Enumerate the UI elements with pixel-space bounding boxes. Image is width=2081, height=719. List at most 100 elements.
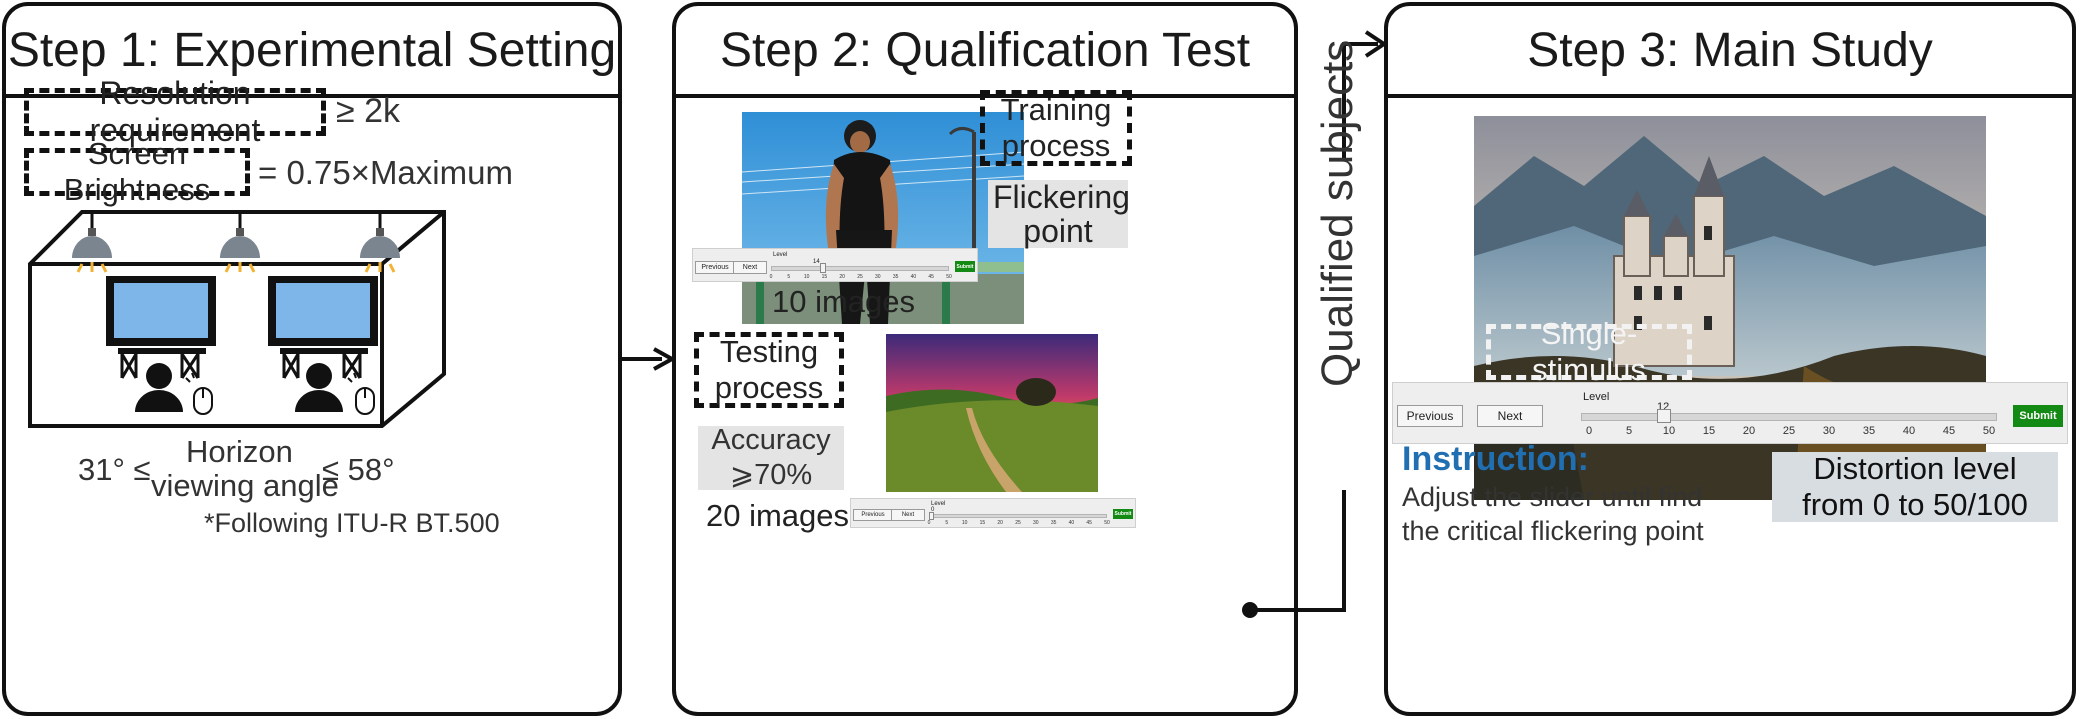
qualified-subjects-label: Qualified subjects [1313, 39, 1362, 387]
testing-process-label: Testing process [714, 334, 824, 405]
level-label: Level [773, 252, 788, 258]
step1-panel: Step 1: Experimental Setting Resolution … [2, 2, 622, 716]
distortion-line2: from 0 to 50/100 [1802, 487, 2028, 522]
slider-track[interactable] [1581, 413, 1997, 421]
tick-label: 35 [892, 274, 899, 280]
tick-label: 10 [1662, 425, 1676, 437]
slider-thumb[interactable] [820, 263, 826, 273]
resolution-value: ≥ 2k [336, 92, 401, 130]
level-value: 0 [931, 507, 935, 513]
brightness-label: Screen Brightness [63, 136, 211, 207]
next-button[interactable]: Next [1477, 405, 1543, 427]
tick-label: 40 [910, 274, 917, 280]
tick-labels: 0 5 10 15 20 25 30 35 40 45 50 [851, 520, 1137, 528]
brightness-box: Screen Brightness [24, 136, 250, 207]
tick-label: 20 [839, 274, 845, 280]
tick-label: 0 [927, 520, 931, 526]
room-illustration [28, 210, 446, 428]
tick-label: 15 [979, 520, 986, 526]
tick-label: 50 [946, 274, 952, 280]
single-stimulus-label: Single-stimulus [1532, 316, 1646, 387]
accuracy-line1: Accuracy [711, 424, 831, 456]
next-button[interactable]: Next [733, 261, 767, 274]
step3-title: Step 3: Main Study [1388, 6, 2072, 98]
tick-label: 25 [857, 274, 863, 280]
angle-label-line1: Horizon [186, 434, 293, 469]
next-button[interactable]: Next [891, 509, 925, 521]
tick-label: 15 [821, 274, 828, 280]
angle-low: 31° ≤ [78, 452, 151, 487]
tick-label: 30 [1033, 520, 1039, 526]
previous-button[interactable]: Previous [695, 261, 735, 274]
tick-label: 0 [1585, 425, 1593, 437]
tick-label: 30 [875, 274, 881, 280]
tick-label: 35 [1862, 425, 1876, 437]
level-label: Level [931, 501, 946, 507]
level-label: Level [1583, 391, 1610, 403]
arrow-step1-to-step2 [620, 347, 676, 371]
slider-thumb[interactable] [929, 512, 934, 520]
angle-high: ≤ 58° [322, 452, 395, 487]
tick-label: 50 [1982, 425, 1996, 437]
slider-panel-testing: Previous Next Level 0 0 5 10 15 20 25 30 35 40 45… [850, 498, 1136, 528]
flickering-point-label: Flickering point [993, 179, 1130, 249]
testing-image [886, 334, 1098, 492]
tick-label: 50 [1104, 520, 1110, 526]
tick-label: 5 [945, 520, 949, 526]
distortion-level-box: Distortion level from 0 to 50/100 [1772, 451, 2058, 522]
slider-panel-training: Previous Next Level 14 0 5 10 15 20 25 30 35 40 4… [692, 248, 978, 282]
footnote: *Following ITU-R BT.500 [204, 508, 500, 538]
instruction-title: Instruction: [1402, 440, 1589, 478]
step2-title: Step 2: Qualification Test [676, 6, 1294, 98]
testing-process-box: Testing process [694, 332, 844, 408]
slider-thumb[interactable] [1657, 409, 1671, 423]
step3-panel: Step 3: Main Study [1384, 2, 2076, 716]
tick-label: 10 [803, 274, 810, 280]
tick-label: 10 [961, 520, 968, 526]
tick-label: 5 [787, 274, 791, 280]
tick-labels: 0 5 10 15 20 25 30 35 40 45 50 [693, 274, 979, 282]
tick-label: 30 [1822, 425, 1836, 437]
tick-labels: 0 5 10 15 20 25 30 35 40 45 50 [1393, 425, 2069, 439]
step1-title: Step 1: Experimental Setting [6, 6, 618, 98]
instruction-line1: Adjust the slider until find [1402, 482, 1703, 512]
previous-button[interactable]: Previous [1397, 405, 1463, 427]
instruction-line2: the critical flickering point [1402, 516, 1704, 546]
accuracy-line2: ⩾70% [729, 459, 813, 491]
tick-label: 45 [928, 274, 934, 280]
tick-label: 45 [1942, 425, 1956, 437]
brightness-value: = 0.75×Maximum [258, 154, 513, 191]
testing-count: 20 images [706, 498, 850, 533]
angle-label-line2: viewing angle [151, 468, 339, 503]
single-stimulus-box: Single-stimulus [1486, 316, 1692, 387]
submit-button[interactable]: Submit [1113, 509, 1133, 519]
tick-label: 25 [1015, 520, 1021, 526]
tick-label: 5 [1625, 425, 1633, 437]
tick-label: 0 [769, 274, 773, 280]
tick-label: 40 [1068, 520, 1075, 526]
resolution-box: Resolution requirement [24, 75, 326, 148]
tick-label: 20 [1742, 425, 1756, 437]
submit-button[interactable]: Submit [955, 261, 975, 272]
lamp-icon [72, 212, 400, 273]
step2-panel: Step 2: Qualification Test Training proc… [672, 2, 1298, 716]
tick-label: 40 [1902, 425, 1916, 437]
training-count: 10 images [772, 284, 916, 319]
level-value: 14 [813, 259, 820, 265]
training-process-label: Training process [1000, 92, 1112, 163]
distortion-line1: Distortion level [1813, 451, 2017, 486]
tick-label: 35 [1050, 520, 1057, 526]
slider-track[interactable] [771, 266, 949, 271]
tick-label: 15 [1702, 425, 1716, 437]
tick-label: 45 [1086, 520, 1092, 526]
previous-button[interactable]: Previous [853, 509, 893, 521]
flickering-point-box: Flickering point [988, 179, 1130, 249]
tick-label: 20 [997, 520, 1003, 526]
tick-label: 25 [1782, 425, 1796, 437]
slider-track[interactable] [929, 514, 1107, 518]
resolution-label: Resolution requirement [89, 75, 261, 148]
training-process-box: Training process [980, 90, 1132, 166]
submit-button[interactable]: Submit [2013, 405, 2063, 427]
accuracy-box: Accuracy ⩾70% [698, 424, 844, 491]
